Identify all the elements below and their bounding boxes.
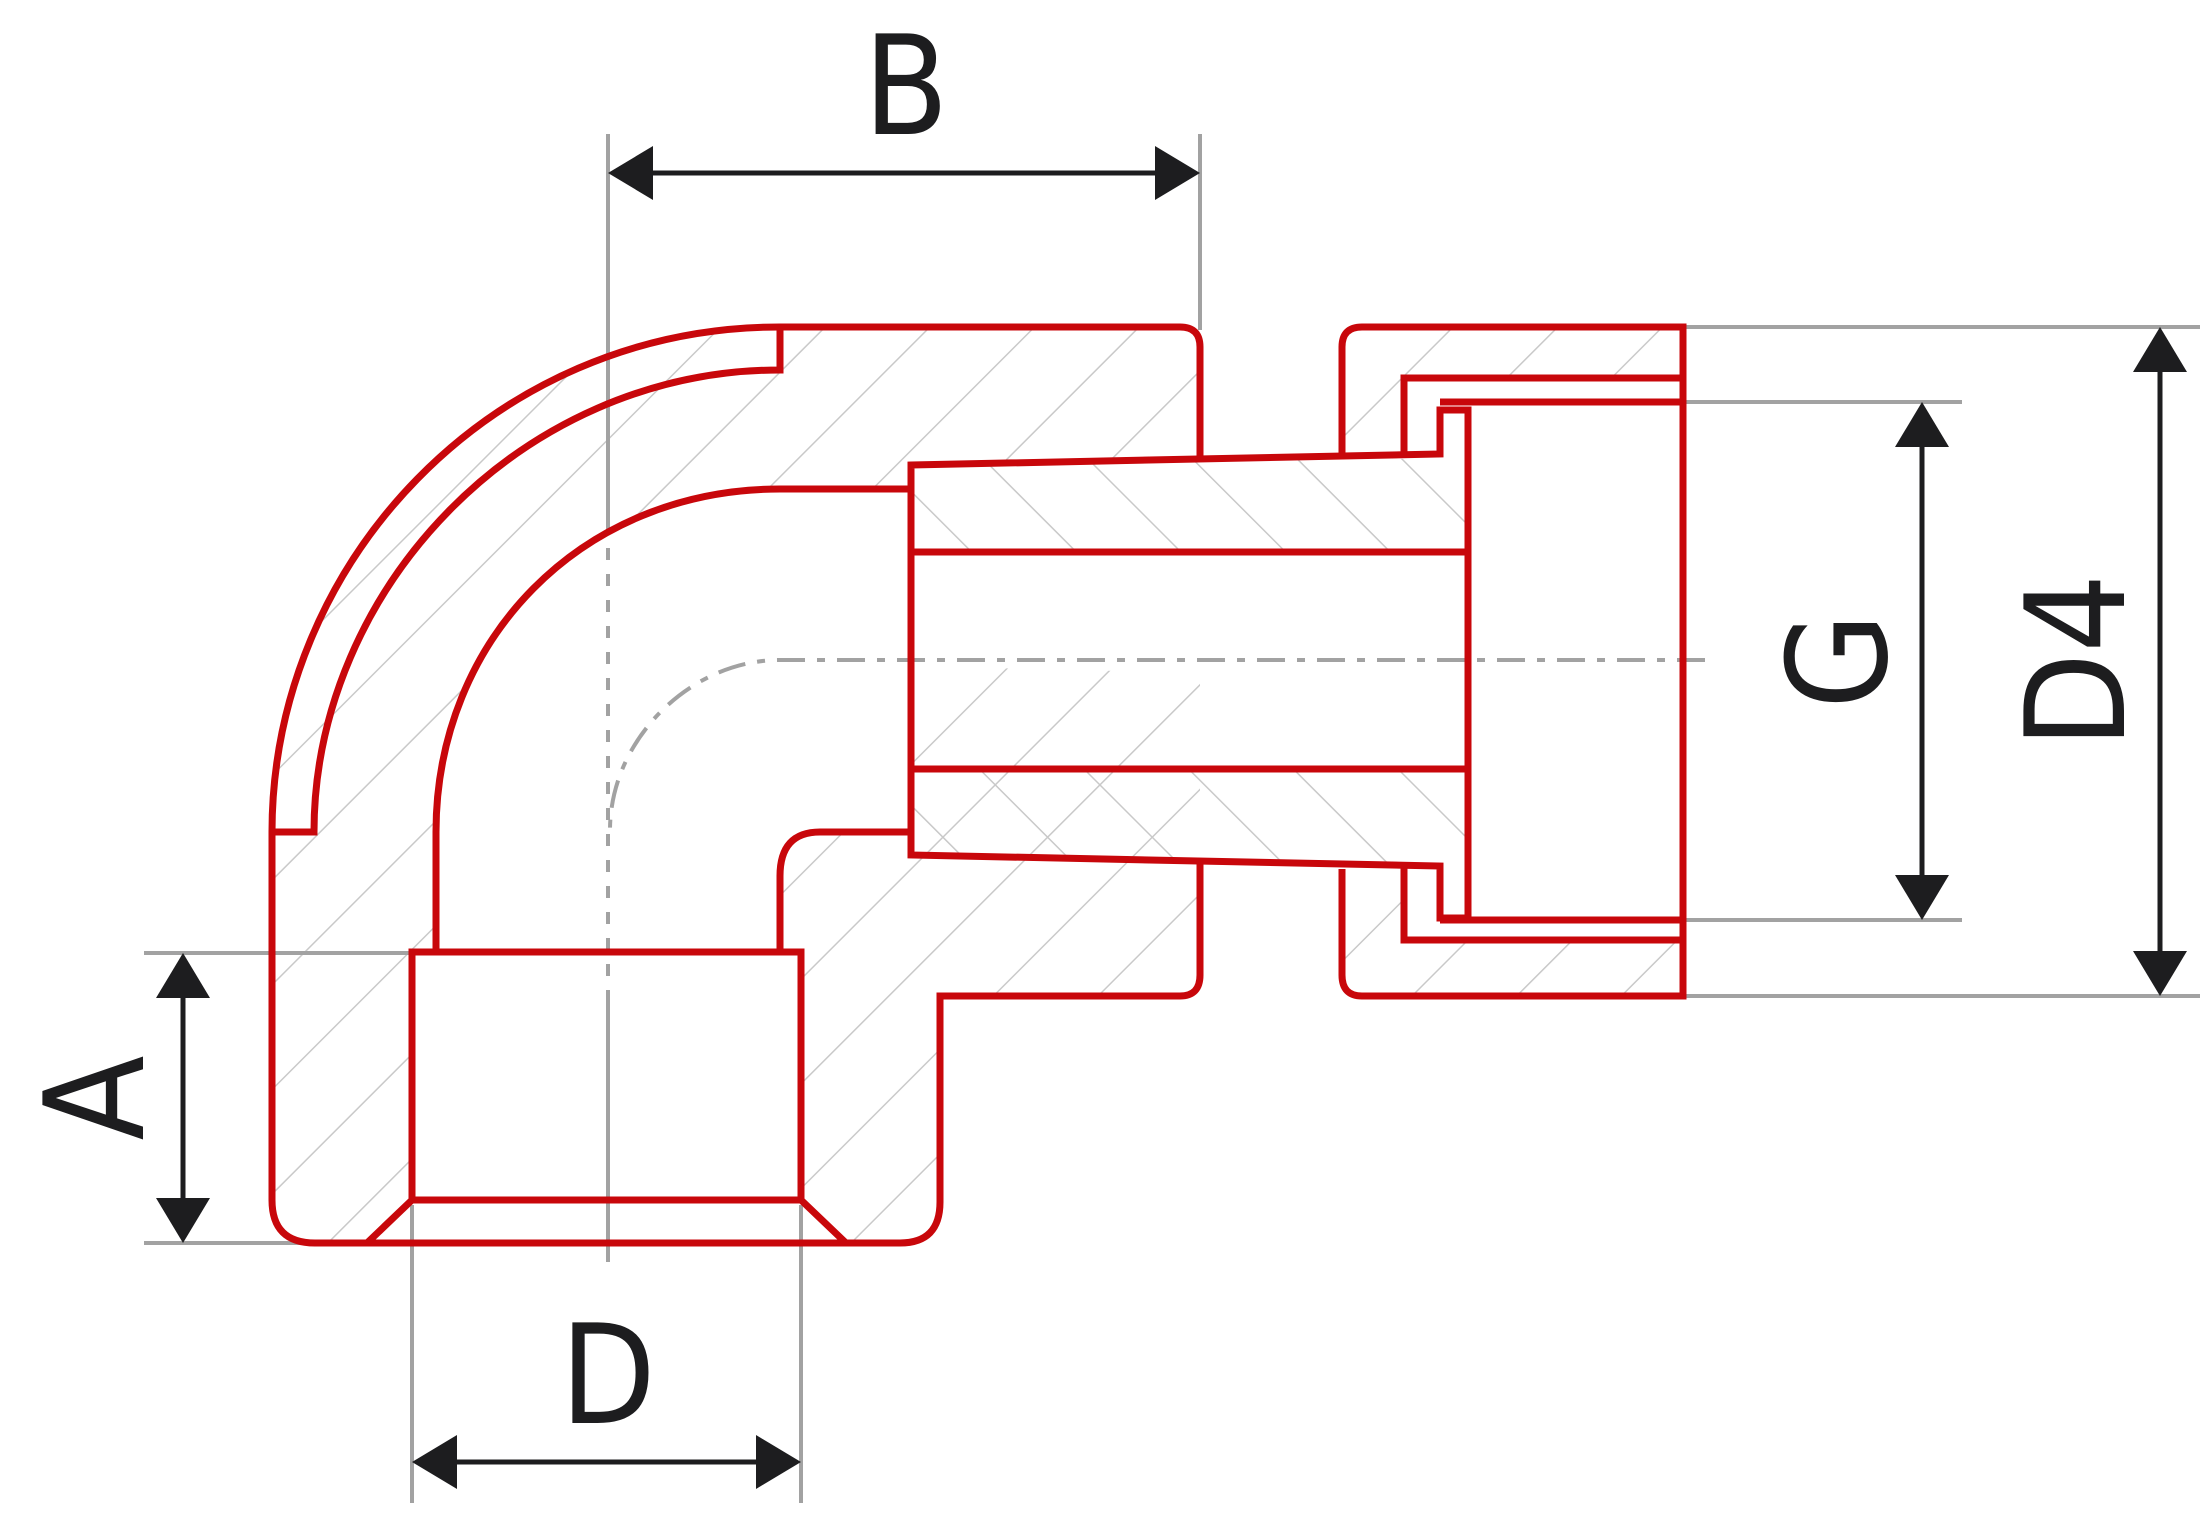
dimension-label-d: D [560,1295,656,1456]
union-nut-outline [1338,323,1687,1000]
dimension-label-b: B [863,6,948,167]
arrowhead-b-right [1155,146,1200,200]
elbow-outer-wall-groove [272,327,784,836]
arrowhead-b-left [608,146,653,200]
union-nut-lower-ledge [1400,866,1683,944]
extension-lines [144,134,2200,1503]
arrowhead-d-right [756,1435,801,1489]
dimension-label-d4: D4 [1996,574,2157,749]
elbow-bottom-edge [268,832,1204,1247]
arrowhead-d4-bottom [2133,951,2187,996]
elbow-inner-lower-edge [776,828,911,952]
arrowhead-a-top [156,953,210,998]
arrowhead-g-bottom [1895,875,1949,920]
elbow-outer-top-edge [268,323,1204,833]
arrowhead-d-left [412,1435,457,1489]
socket-chamfers [364,1197,849,1246]
centerline [608,658,1705,831]
arrowhead-a-bottom [156,1198,210,1243]
arrowhead-g-top [1895,402,1949,447]
union-nut-upper-ledge [1400,374,1683,455]
elbow-inner-bore-edge [432,485,911,952]
dimension-lines [180,170,2163,1465]
dimension-label-g: G [1758,613,1919,709]
dimension-label-a: A [15,1056,176,1141]
tailpiece-bore [911,548,1468,773]
dimension-arrowheads [156,146,2187,1489]
arrowhead-d4-top [2133,327,2187,372]
fitting-outline [268,323,1687,1247]
